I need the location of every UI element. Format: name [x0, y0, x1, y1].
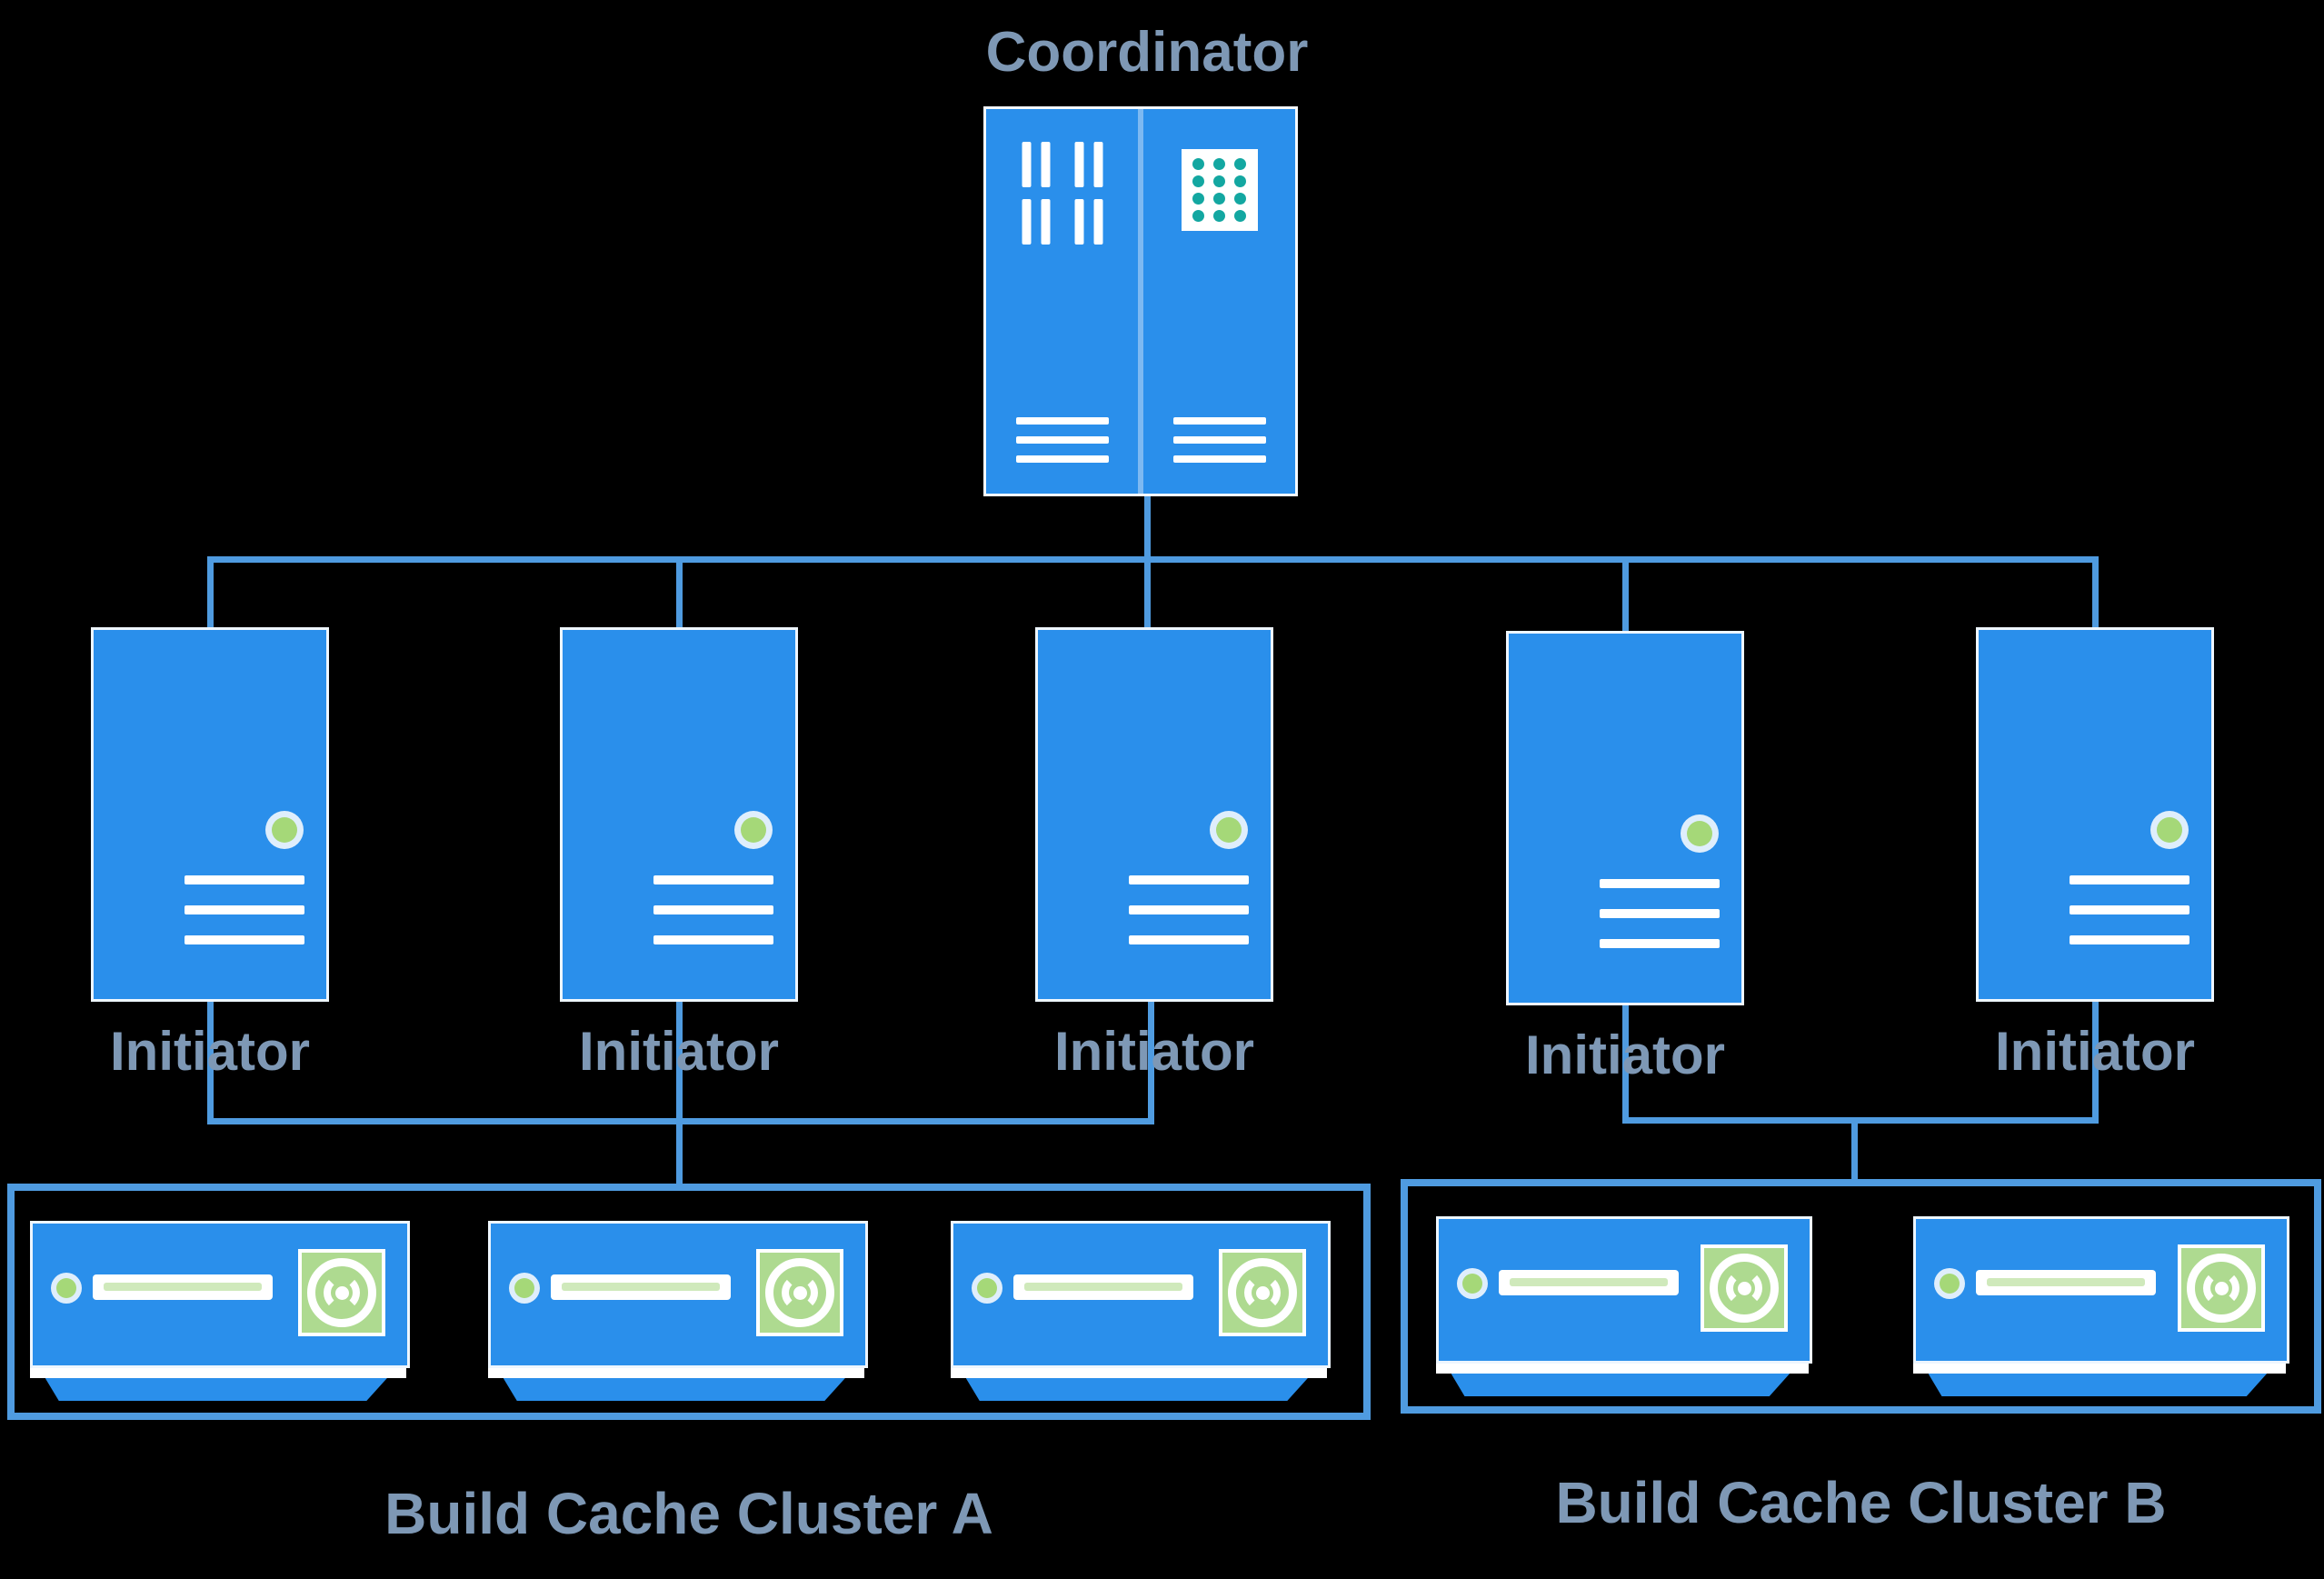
- drive-bay-lines: [1172, 417, 1266, 463]
- connector-initiator1-top: [207, 556, 214, 631]
- green-led-icon: [2157, 817, 2182, 843]
- connector-initiator2-bottom-cluster-a-drop: [676, 998, 683, 1184]
- cluster-a-boundary: [7, 1184, 1371, 1420]
- initiator-node-3: Initiator: [1035, 627, 1273, 1082]
- appliance-base: [1451, 1374, 1790, 1396]
- cache-node-a2 cache-appliance-icon: [488, 1221, 868, 1401]
- disk-fan-icon: [1701, 1244, 1788, 1332]
- connector-bus-cluster-a: [207, 1118, 1154, 1124]
- drive-slot-icon: [1976, 1270, 2156, 1295]
- connector-initiator1-bottom: [207, 998, 214, 1124]
- green-led-icon: [1462, 1274, 1482, 1294]
- drive-slot-icon: [1013, 1274, 1193, 1300]
- appliance-base: [45, 1378, 387, 1401]
- coordinator-node dual-rack-server-icon: [983, 106, 1298, 496]
- tower-server-icon: [560, 627, 798, 1002]
- cluster-b-label: Build Cache Cluster B: [1555, 1470, 2167, 1535]
- initiator-node-1: Initiator: [91, 627, 329, 1082]
- initiator-label: Initiator: [1525, 1024, 1725, 1085]
- connector-initiator4-top: [1622, 556, 1629, 631]
- tower-server-icon: [91, 627, 329, 1002]
- vent-slats-icon: [1022, 142, 1102, 245]
- connector-cluster-b-drop: [1851, 1117, 1858, 1183]
- teal-dot-grid-icon: [1181, 149, 1258, 231]
- connector-coordinator-drop: [1144, 496, 1151, 631]
- initiator-label: Initiator: [1995, 1021, 2195, 1082]
- initiator-node-2: Initiator: [560, 627, 798, 1082]
- appliance-base: [1928, 1374, 2268, 1396]
- connector-initiator2-top: [676, 556, 683, 631]
- drive-bay-lines: [1015, 417, 1109, 463]
- drive-slot-icon: [93, 1274, 273, 1300]
- connector-initiator3-bottom: [1148, 998, 1154, 1124]
- green-led-icon: [1216, 817, 1242, 843]
- green-led-icon: [1940, 1274, 1960, 1294]
- coordinator-label: Coordinator: [985, 21, 1309, 84]
- disk-fan-icon: [756, 1249, 843, 1336]
- initiator-label: Initiator: [579, 1021, 779, 1082]
- cluster-a-label: Build Cache Cluster A: [384, 1481, 993, 1546]
- initiator-node-5: Initiator: [1976, 627, 2214, 1082]
- tower-server-icon: [1506, 631, 1744, 1005]
- disk-fan-icon: [1219, 1249, 1306, 1336]
- rack-panel-right: [1143, 109, 1295, 494]
- cache-node-a1 cache-appliance-icon: [30, 1221, 410, 1401]
- initiator-label: Initiator: [1054, 1021, 1254, 1082]
- tower-server-icon: [1976, 627, 2214, 1002]
- green-led-icon: [56, 1278, 76, 1298]
- cache-node-a3 cache-appliance-icon: [951, 1221, 1331, 1401]
- initiator-node-4: Initiator: [1506, 631, 1744, 1085]
- drive-slot-icon: [1499, 1270, 1679, 1295]
- tower-server-icon: [1035, 627, 1273, 1002]
- green-led-icon: [977, 1278, 997, 1298]
- disk-fan-icon: [298, 1249, 385, 1336]
- initiator-label: Initiator: [110, 1021, 310, 1082]
- appliance-base: [503, 1378, 845, 1401]
- cluster-b-boundary: [1401, 1179, 2321, 1414]
- connector-initiator5-top: [2092, 556, 2099, 631]
- cache-node-b2 cache-appliance-icon: [1913, 1216, 2289, 1396]
- disk-fan-icon: [2178, 1244, 2265, 1332]
- green-led-icon: [741, 817, 766, 843]
- connector-bus-top: [207, 556, 2099, 563]
- appliance-base: [965, 1378, 1308, 1401]
- connector-initiator4-bottom: [1622, 998, 1629, 1124]
- connector-initiator5-bottom: [2092, 998, 2099, 1124]
- connector-bus-cluster-b: [1622, 1117, 2099, 1124]
- drive-slot-icon: [551, 1274, 731, 1300]
- cache-node-b1 cache-appliance-icon: [1436, 1216, 1812, 1396]
- green-led-icon: [1687, 821, 1712, 846]
- green-led-icon: [514, 1278, 534, 1298]
- green-led-icon: [272, 817, 297, 843]
- rack-panel-left: [986, 109, 1138, 494]
